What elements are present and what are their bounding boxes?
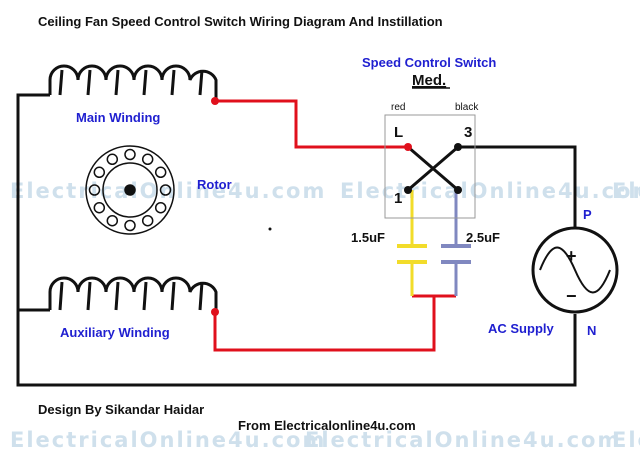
capacitor-2 (441, 244, 471, 264)
source-credit: From Electricalonline4u.com (238, 418, 416, 433)
watermark-6: ElectricalOnline4u.com (612, 428, 640, 452)
rotor (85, 145, 175, 235)
capacitor-1 (397, 244, 427, 264)
terminal-1-dot (404, 186, 412, 194)
red-wire-label: red (391, 102, 405, 113)
terminal-2-dot (454, 186, 462, 194)
switch-title: Speed Control Switch (362, 55, 496, 70)
watermark-4: ElectricalOnline4u.com (10, 428, 326, 452)
ac-minus-sign: − (566, 286, 577, 306)
supply-n-label: N (587, 323, 596, 338)
terminal-3-label: 3 (464, 124, 472, 141)
switch-box (384, 114, 476, 219)
terminal-l-dot (404, 143, 412, 151)
aux-winding-terminal (211, 308, 219, 316)
watermark-3: ElectricalOnline4u.com (612, 179, 640, 203)
ac-supply-label: AC Supply (488, 321, 554, 336)
red-wires (213, 99, 456, 352)
watermark-2: ElectricalOnline4u.com (340, 179, 640, 203)
aux-winding-label: Auxiliary Winding (60, 325, 170, 340)
diagram-title: Ceiling Fan Speed Control Switch Wiring … (38, 14, 443, 29)
cap2-label: 2.5uF (466, 230, 500, 245)
main-winding-label: Main Winding (76, 110, 160, 125)
switch-arm-right (407, 145, 459, 192)
black-wires (16, 93, 577, 387)
supply-p-label: P (583, 207, 592, 222)
main-winding-coil (48, 64, 218, 101)
main-winding-terminal (211, 97, 219, 105)
ac-sine-wave (539, 246, 611, 294)
terminal-l-label: L (394, 124, 403, 141)
aux-winding-red-wire (213, 296, 436, 352)
main-winding-red-wire (215, 99, 408, 149)
ac-plus-sign: + (566, 246, 577, 266)
rotor-bars (88, 148, 172, 232)
rotor-label: Rotor (197, 177, 232, 192)
switch-speed-label: Med. (412, 72, 446, 89)
watermark-5: ElectricalOnline4u.com (305, 428, 621, 452)
aux-winding-coil (48, 276, 218, 312)
terminal-3-dot (454, 143, 462, 151)
supply-phase-wire (458, 145, 577, 227)
watermark-1: ElectricalOnline4u.com (10, 179, 326, 203)
neutral-return-wire (16, 93, 577, 387)
terminal-1-label: 1 (394, 190, 402, 207)
stray-dot (268, 227, 272, 231)
black-wire-label: black (455, 102, 479, 113)
designer-credit: Design By Sikandar Haidar (38, 402, 204, 417)
cap1-label: 1.5uF (351, 230, 385, 245)
